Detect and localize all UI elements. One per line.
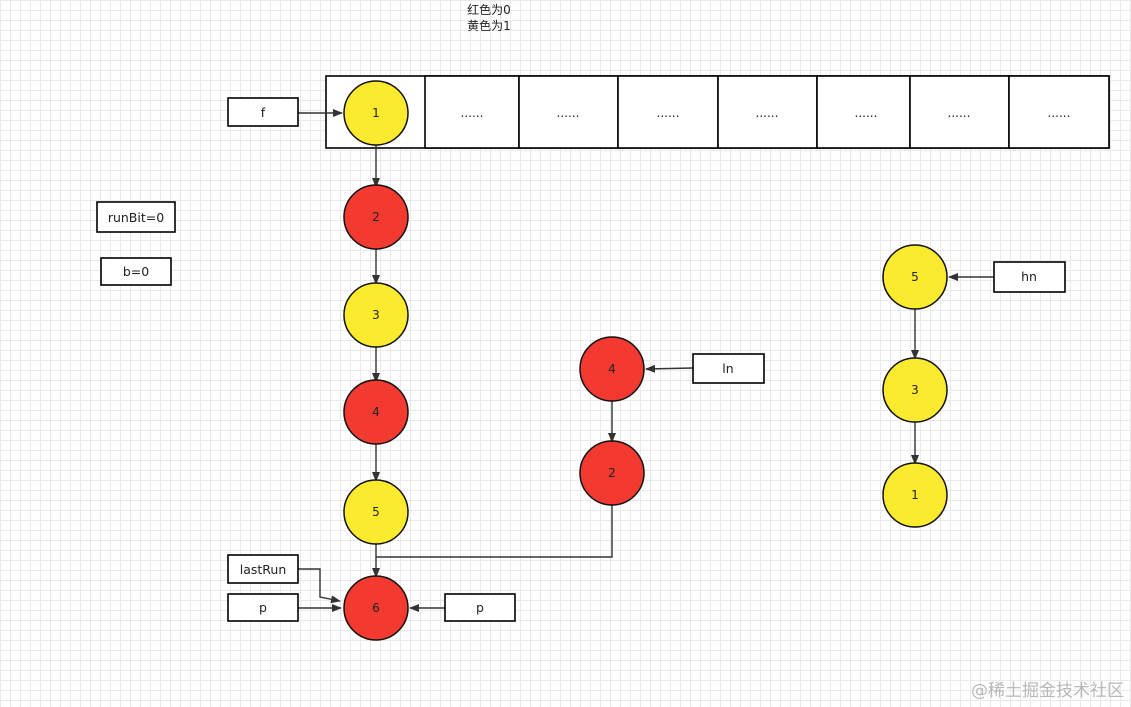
- low-list-node-value: 4: [608, 362, 616, 376]
- list-node: [343, 575, 409, 641]
- ln-pointer-label: ln: [722, 361, 733, 376]
- high-list-node: [882, 357, 948, 423]
- legend-yellow-one: 黄色为1: [467, 19, 511, 33]
- list-node-value: 5: [372, 505, 380, 519]
- high-list-node-value: 3: [911, 383, 919, 397]
- hn-pointer-box: [993, 261, 1066, 293]
- low-list-node: [579, 336, 645, 402]
- list-node: [343, 80, 409, 146]
- bucket-cell: [717, 75, 818, 149]
- list-node: [343, 184, 409, 250]
- legend-red-zero: 红色为0: [467, 2, 511, 17]
- ln-pointer-box: [692, 353, 765, 384]
- bucket-cell-text: ......: [1048, 106, 1071, 120]
- bucket-cell: [424, 75, 520, 149]
- list-node: [343, 479, 409, 545]
- bucket-cell: [1008, 75, 1110, 149]
- bucket-cell: [518, 75, 619, 149]
- bucket-cell: [816, 75, 911, 149]
- high-list-node-value: 5: [911, 270, 919, 284]
- label-boxes: f runBit=0 b=0 ln hn lastRun p p: [96, 97, 1066, 622]
- f-pointer-box: [227, 97, 299, 127]
- high-list-node: [882, 244, 948, 310]
- high-list-node: [882, 462, 948, 528]
- lastrun-pointer-label: lastRun: [240, 562, 287, 577]
- list-node-value: 4: [372, 405, 380, 419]
- p-pointer-box-left: [227, 593, 299, 622]
- low-list-node-value: 2: [608, 466, 616, 480]
- b-label: b=0: [123, 264, 149, 279]
- b-box: [100, 257, 172, 286]
- runbit-label: runBit=0: [108, 210, 164, 225]
- p-pointer-label-right: p: [476, 600, 484, 615]
- p-pointer-box-right: [444, 593, 516, 622]
- list-node-value: 2: [372, 210, 380, 224]
- f-pointer-label: f: [261, 105, 266, 120]
- hn-pointer-label: hn: [1021, 269, 1037, 284]
- arrow-ln-to-low4: [645, 364, 694, 373]
- connectors: [298, 109, 994, 612]
- list-node: [343, 379, 409, 445]
- watermark-text: @稀土掘金技术社区: [971, 681, 1124, 701]
- bucket-cell-text: ......: [461, 106, 484, 120]
- bucket-table-cells: ...... ...... ...... ...... ...... .....…: [424, 75, 1110, 149]
- arrow-lastrun-to-node6: [298, 568, 341, 604]
- bucket-cell-text: ......: [756, 106, 779, 120]
- bucket-cell-text: ......: [948, 106, 971, 120]
- bucket-cell: [909, 75, 1010, 149]
- runbit-box: [96, 201, 176, 233]
- low-list-node: [579, 440, 645, 506]
- list-node-value: 3: [372, 308, 380, 322]
- high-list: 5 3 1: [882, 244, 948, 528]
- connector-low2-to-node6: [376, 502, 613, 558]
- lastrun-pointer-box: [227, 554, 299, 584]
- list-node: [343, 282, 409, 348]
- color-legend: 红色为0 黄色为1: [467, 2, 511, 33]
- bucket-cell-text: ......: [557, 106, 580, 120]
- list-node-value: 6: [372, 601, 380, 615]
- low-list: 4 2: [579, 336, 645, 506]
- original-list: 1 2 3 4 5 6: [343, 80, 409, 641]
- bucket-cell-text: ......: [657, 106, 680, 120]
- p-pointer-label-left: p: [259, 600, 267, 615]
- bucket-cell-text: ......: [855, 106, 878, 120]
- list-node-value: 1: [372, 106, 380, 120]
- high-list-node-value: 1: [911, 488, 919, 502]
